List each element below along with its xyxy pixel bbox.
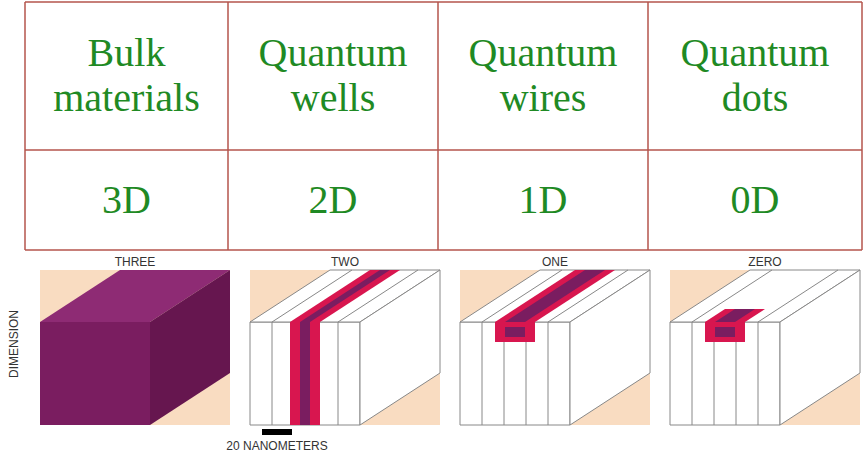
- grid-line: [482, 322, 483, 425]
- dot-layer: [715, 309, 755, 322]
- grid-line: [548, 322, 549, 425]
- table-line: [861, 2, 863, 250]
- table-line: [24, 2, 26, 250]
- panel-title: THREE: [40, 254, 230, 269]
- panel-bg: [40, 270, 230, 425]
- block-face: [250, 322, 360, 425]
- table-cell: 2D: [228, 150, 438, 250]
- grid-line: [758, 270, 838, 322]
- panel-title: TWO: [250, 254, 440, 269]
- panel-bg: [250, 270, 440, 425]
- table-line: [25, 249, 862, 251]
- table-cell: 3D: [25, 150, 228, 250]
- table-line: [25, 149, 862, 151]
- panel-backgrounds: [40, 270, 860, 425]
- grid-line: [692, 270, 772, 322]
- scale-bar: [262, 429, 292, 435]
- grid-line: [758, 322, 759, 425]
- well-layer: [300, 270, 390, 322]
- table-header-cell: Bulk materials: [25, 2, 228, 150]
- block-face: [40, 322, 150, 425]
- table-line: [437, 2, 439, 250]
- wire-layer: [505, 327, 525, 337]
- scale-label: 20 NANOMETERS: [217, 438, 337, 453]
- wire-layer: [495, 270, 615, 322]
- wire-layer: [495, 322, 535, 342]
- wire-layer: [505, 270, 605, 322]
- axis-label: DIMENSION: [6, 294, 22, 394]
- panel-title: ONE: [460, 254, 650, 269]
- grid-line: [272, 322, 273, 425]
- block-face: [360, 270, 440, 425]
- dot-layer: [715, 327, 735, 337]
- grid-line: [338, 322, 339, 425]
- block-face: [150, 270, 230, 425]
- well-layer: [290, 322, 320, 425]
- table-line: [227, 2, 229, 250]
- table-cell: 1D: [438, 150, 648, 250]
- well-layer: [300, 322, 310, 425]
- wire-block: [460, 270, 650, 425]
- block-face: [780, 270, 860, 425]
- table-line: [647, 2, 649, 250]
- block-face: [460, 322, 570, 425]
- table-header-cell: Quantum wires: [438, 2, 648, 150]
- dot-layer: [705, 309, 765, 322]
- panel-bg: [460, 270, 650, 425]
- table-grid: [25, 2, 862, 250]
- dot-layer: [705, 322, 745, 342]
- table-cell: 0D: [648, 150, 862, 250]
- well-layer: [290, 270, 400, 322]
- block-face: [570, 270, 650, 425]
- panel-bg: [670, 270, 860, 425]
- well-block: [250, 270, 440, 425]
- table-header-cell: Quantum wells: [228, 2, 438, 150]
- table-header-cell: Quantum dots: [648, 2, 862, 150]
- dot-block: [670, 270, 860, 425]
- panel-title: ZERO: [670, 254, 860, 269]
- bulk-block: [40, 270, 230, 425]
- grid-line: [692, 322, 693, 425]
- block-face: [670, 322, 780, 425]
- table-line: [25, 1, 862, 3]
